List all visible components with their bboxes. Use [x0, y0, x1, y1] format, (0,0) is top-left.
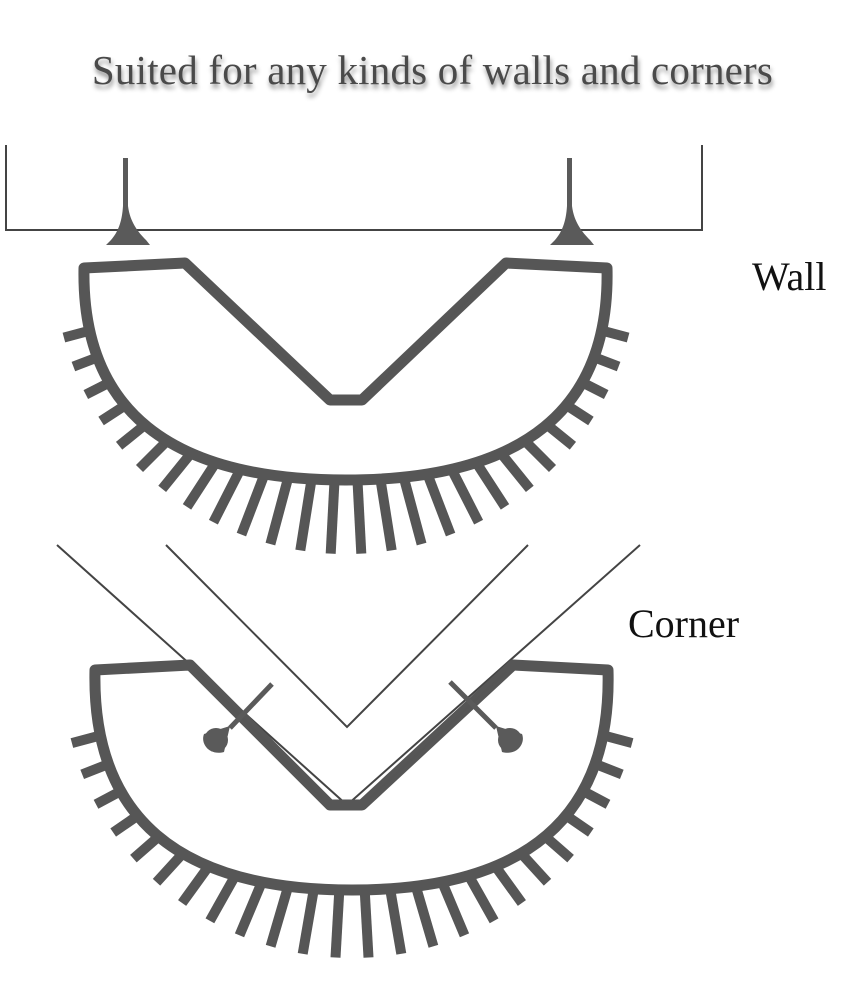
corner-nail-right [448, 680, 523, 753]
wall-nail-left [106, 158, 150, 245]
corner-scene [56, 544, 641, 958]
corner-nail-left [203, 682, 274, 753]
corner-inner-guide-right [369, 671, 507, 799]
corner-wall-inner [165, 544, 529, 729]
wall-inner-guide-right [369, 269, 501, 393]
wall-scene [5, 145, 703, 554]
corner-inner-guide-left [196, 671, 323, 799]
headline: Suited for any kinds of walls and corner… [91, 47, 774, 93]
wall-inner-guide-left [191, 269, 323, 393]
wall-outline [5, 145, 703, 231]
wall-label: Wall [752, 254, 827, 299]
corner-label: Corner [628, 601, 740, 646]
wall-brush-holder [78, 257, 613, 486]
corner-brush-holder [89, 659, 614, 896]
wall-nail-right [550, 158, 594, 245]
